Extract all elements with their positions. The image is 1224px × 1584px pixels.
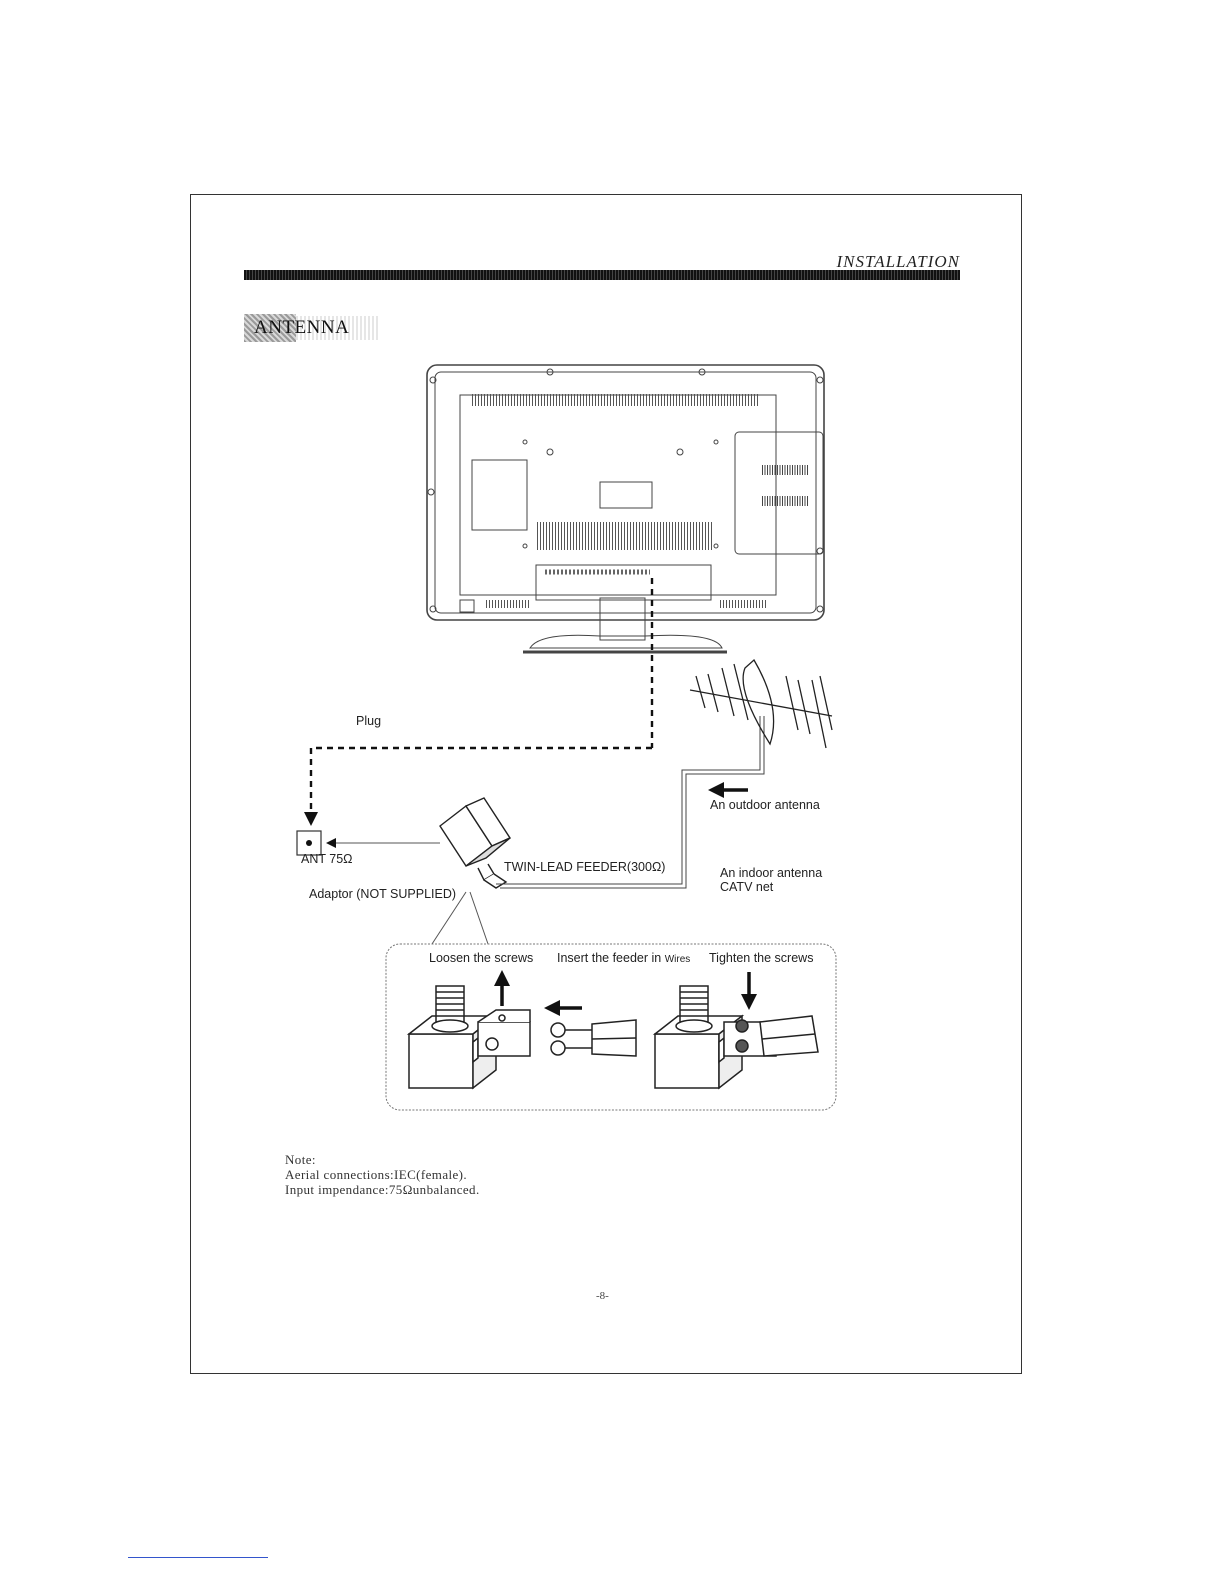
twin-lead-feeder-label: TWIN-LEAD FEEDER(300Ω) [504, 860, 665, 874]
feeder-arrow-icon [708, 782, 748, 798]
terminal-before-illustration [409, 986, 530, 1088]
catv-net-label: CATV net [720, 880, 773, 894]
tv-rear-illustration [427, 365, 824, 652]
down-arrow-icon [304, 812, 318, 826]
adaptor-label: Adaptor (NOT SUPPLIED) [309, 887, 456, 901]
bottom-underline [128, 1557, 268, 1558]
note-line-aerial: Aerial connections:IEC(female). [285, 1167, 480, 1182]
page-number: -8- [596, 1290, 609, 1302]
outdoor-antenna-label: An outdoor antenna [710, 798, 820, 812]
adaptor-illustration [440, 798, 510, 888]
loosen-arrow-up-icon [494, 970, 510, 1006]
note-line-impedance: Input impendance:75Ωunbalanced. [285, 1182, 480, 1197]
step-insert-label: Insert the feeder in Wires [557, 951, 690, 965]
step-tighten-label: Tighten the screws [709, 951, 813, 965]
indoor-antenna-label: An indoor antenna [720, 866, 822, 880]
insert-arrow-left-icon [544, 1000, 582, 1016]
feeder-wires-illustration [551, 1020, 636, 1056]
step-loosen-label: Loosen the screws [429, 951, 533, 965]
step-insert-small: Wires [665, 954, 691, 965]
terminal-after-illustration [655, 986, 818, 1088]
left-arrow-icon [326, 838, 336, 848]
note-title: Note: [285, 1152, 480, 1167]
ant-75-label: ANT 75Ω [301, 852, 353, 866]
note-block: Note: Aerial connections:IEC(female). In… [285, 1152, 480, 1197]
step-insert-prefix: Insert the feeder in [557, 951, 661, 965]
outdoor-antenna-icon [690, 660, 832, 748]
tighten-arrow-down-icon [741, 972, 757, 1010]
plug-label: Plug [356, 714, 381, 728]
